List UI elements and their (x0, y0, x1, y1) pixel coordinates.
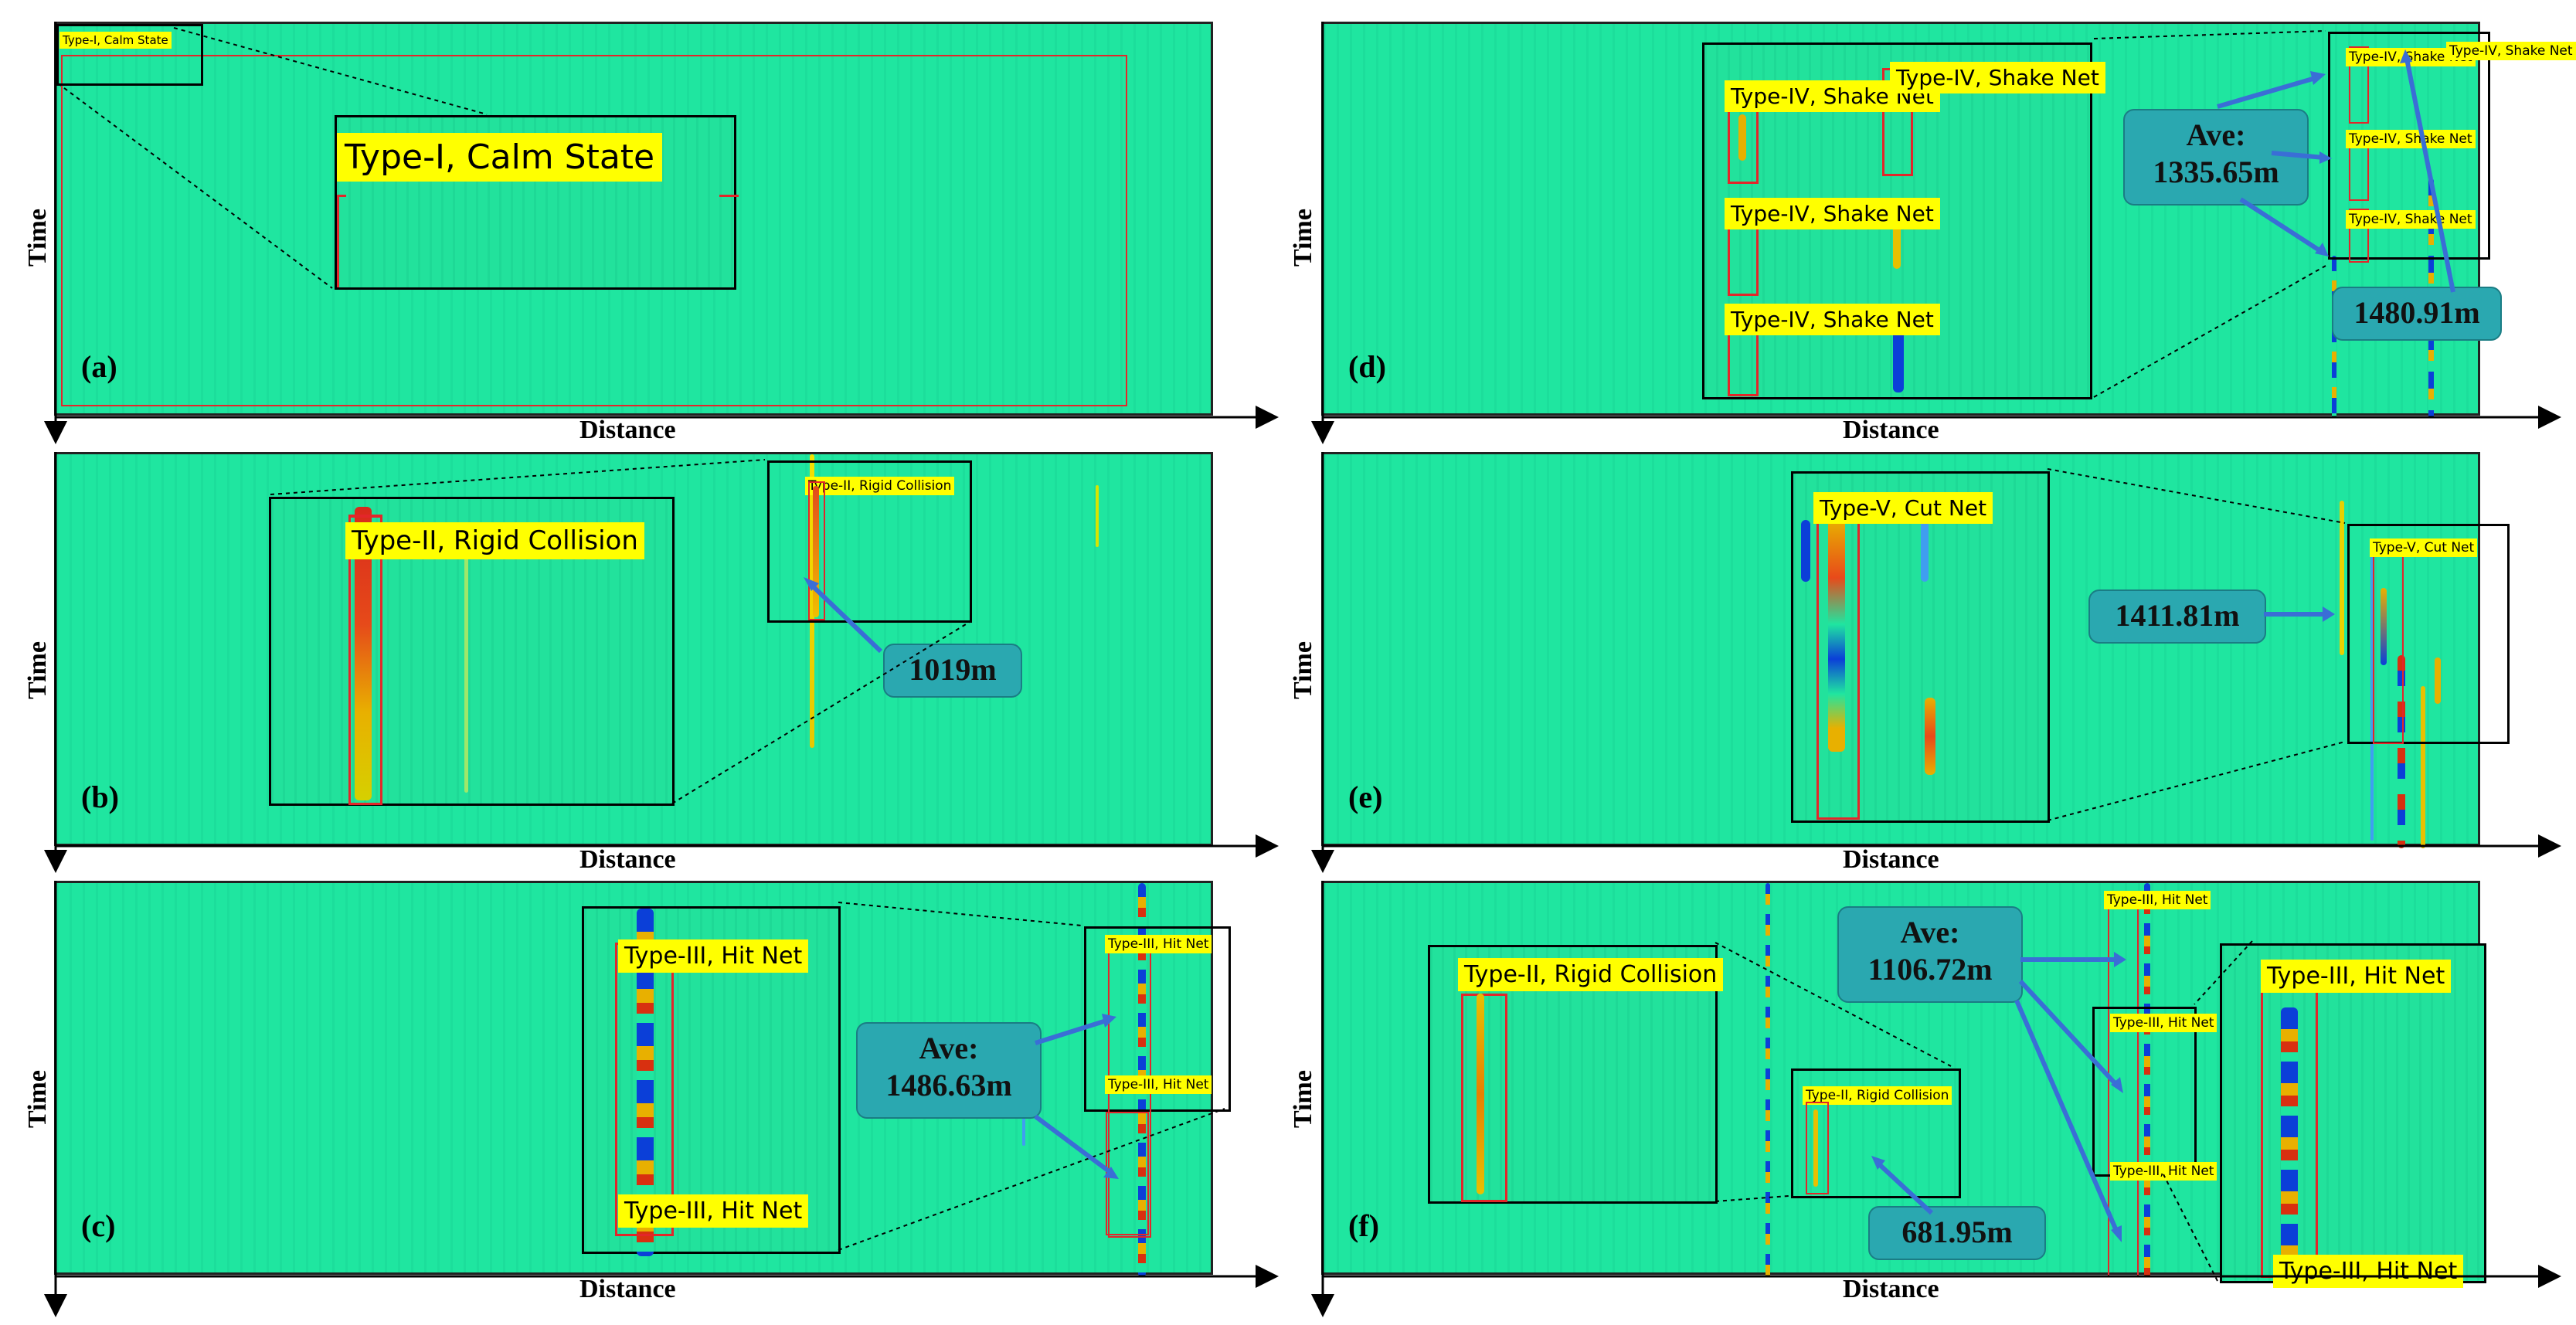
event-tag-small: Type-V, Cut Net (2370, 538, 2478, 557)
zoom-source-box: Type-III, Hit Net Type-III, Hit Net (1084, 926, 1231, 1238)
distance-callout: 1411.81m (2088, 589, 2266, 644)
panel-e: Type-V, Cut Net Type-V, Cut Net 1411.81m… (1290, 452, 2510, 848)
event-tag-big: Type-IV, Shake Net (1890, 62, 2105, 93)
y-axis-label-a: Time (23, 209, 52, 267)
panel-c: Type-III, Hit Net Type-III, Hit Net Type… (23, 881, 1231, 1277)
zoom-inset: Type-I, Calm State (335, 115, 739, 290)
waterfall-plot-b: Type-II, Rigid Collision Type-II, Rigid … (54, 452, 1213, 846)
panel-label: (e) (1348, 780, 1383, 814)
waterfall-plot-a: Type-I, Calm State Type-I, Calm State (a… (54, 22, 1213, 416)
event-tag-big: Type-III, Hit Net (2261, 960, 2452, 993)
x-axis-label-d: Distance (1843, 416, 1939, 444)
event-tag-big: Type-I, Calm State (337, 133, 663, 182)
panel-label: (c) (81, 1208, 116, 1243)
zoom-source-box-rigid: Type-II, Rigid Collision (1791, 1068, 1961, 1198)
event-tag-big: Type-II, Rigid Collision (345, 522, 644, 559)
zoom-inset: Type-V, Cut Net (1791, 471, 2050, 823)
y-axis-label-f: Time (1289, 1070, 1317, 1128)
event-tag-small: Type-III, Hit Net (1105, 1075, 1212, 1094)
zoom-inset-rigid: Type-II, Rigid Collision (1428, 945, 1724, 1204)
event-tag-big: Type-III, Hit Net (618, 939, 809, 973)
zoom-inset: Type-III, Hit Net Type-III, Hit Net (582, 906, 841, 1256)
event-tag-small: Type-I, Calm State (59, 32, 172, 49)
event-tag-small: Type-III, Hit Net (1105, 935, 1212, 953)
panel-a: Type-I, Calm State Type-I, Calm State (a… (23, 22, 1217, 416)
event-tag-small: Type-II, Rigid Collision (805, 477, 955, 495)
zoom-source-box: Type-V, Cut Net (2347, 524, 2510, 744)
average-callout: Ave: 1486.63m (856, 1022, 1042, 1119)
event-tag-small: Type-III, Hit Net (2104, 891, 2211, 909)
zoom-inset: Type-II, Rigid Collision (269, 497, 675, 806)
event-tag-big: Type-III, Hit Net (2273, 1255, 2464, 1288)
event-tag-small: Type-IV, Shake Net (2446, 42, 2576, 60)
event-tag-small: Type-II, Rigid Collision (1803, 1086, 1952, 1105)
panel-d: Type-IV, Shake Net Type-IV, Shake Net Ty… (1290, 22, 2576, 418)
event-tag-big: Type-V, Cut Net (1813, 492, 1993, 524)
y-axis-label-b: Time (23, 641, 52, 699)
y-axis-label-c: Time (23, 1070, 52, 1128)
event-tag-big: Type-II, Rigid Collision (1458, 958, 1724, 991)
x-axis-label-c: Distance (579, 1275, 676, 1303)
panel-label: (f) (1348, 1208, 1379, 1243)
panel-label: (d) (1348, 349, 1386, 384)
panel-b: Type-II, Rigid Collision Type-II, Rigid … (23, 452, 1217, 846)
panel-f: Type-III, Hit Net Type-III, Hit Net Type… (1290, 881, 2486, 1288)
zoom-source-box-hit: Type-III, Hit Net Type-III, Hit Net (2092, 1007, 2217, 1181)
x-axis-label-a: Distance (579, 416, 676, 444)
zoom-inset-hit: Type-III, Hit Net Type-III, Hit Net (2220, 943, 2486, 1288)
event-tag-big: Type-IV, Shake Net (1725, 304, 1940, 335)
event-tag-big: Type-III, Hit Net (618, 1194, 809, 1228)
y-axis-label-d: Time (1289, 209, 1317, 267)
x-axis-label-f: Distance (1843, 1275, 1939, 1303)
panel-label: (a) (81, 349, 117, 384)
x-axis-label-b: Distance (579, 845, 676, 874)
event-tag-small: Type-III, Hit Net (2110, 1014, 2217, 1032)
y-axis-label-e: Time (1289, 641, 1317, 699)
zoom-inset: Type-IV, Shake Net Type-IV, Shake Net Ty… (1702, 42, 2105, 399)
x-axis-label-e: Distance (1843, 845, 1939, 874)
panel-label: (b) (81, 780, 119, 814)
event-tag-big: Type-IV, Shake Net (1725, 198, 1940, 229)
